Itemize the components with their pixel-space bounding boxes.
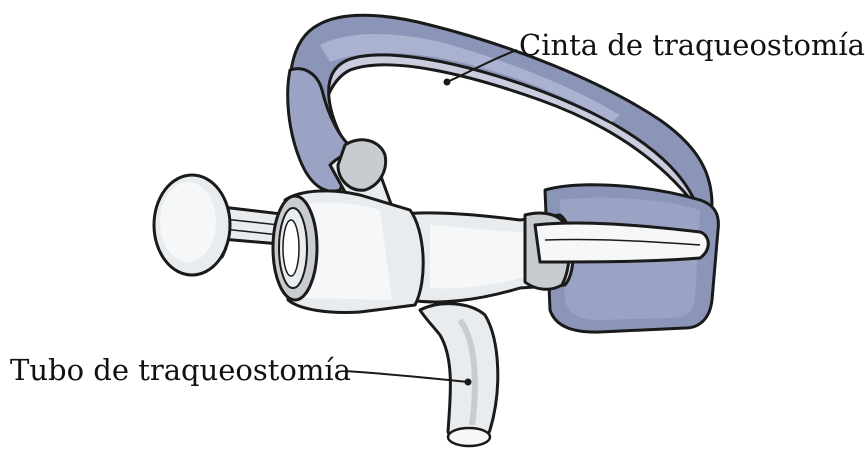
- obturator: [154, 175, 292, 275]
- cannula-tube: [420, 304, 498, 443]
- tie-leader-dot: [444, 79, 451, 86]
- cannula: [420, 304, 498, 446]
- tie-tab: [535, 223, 708, 262]
- tie-label: Cinta de traqueostomía: [519, 28, 865, 62]
- tube-leader-dot: [465, 379, 472, 386]
- tube-label: Tubo de traqueostomía: [10, 353, 351, 387]
